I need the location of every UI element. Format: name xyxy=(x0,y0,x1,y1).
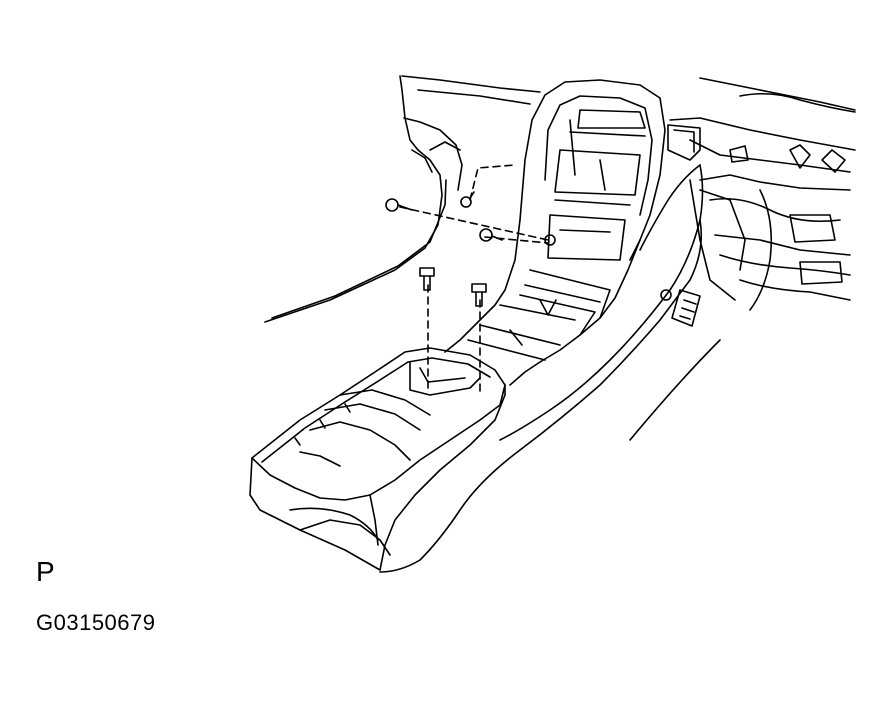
console-right-wall xyxy=(379,164,721,573)
bolt-1 xyxy=(419,267,435,291)
screw-2 xyxy=(479,228,503,242)
console-rear-box xyxy=(249,347,506,571)
screw-1 xyxy=(385,198,413,212)
under-dash-area xyxy=(671,139,851,327)
dashboard xyxy=(401,75,856,161)
center-stack xyxy=(519,79,666,261)
left-door-panel xyxy=(264,75,463,323)
console-front xyxy=(444,219,641,386)
alignment-lines xyxy=(399,164,549,393)
figure-marker-letter: P xyxy=(36,556,55,587)
figure-code: G03150679 xyxy=(36,610,156,635)
screw-5 xyxy=(660,289,672,301)
screw-4 xyxy=(544,234,556,246)
screw-3 xyxy=(460,191,475,208)
bolt-2 xyxy=(471,283,487,307)
fasteners xyxy=(385,191,672,307)
